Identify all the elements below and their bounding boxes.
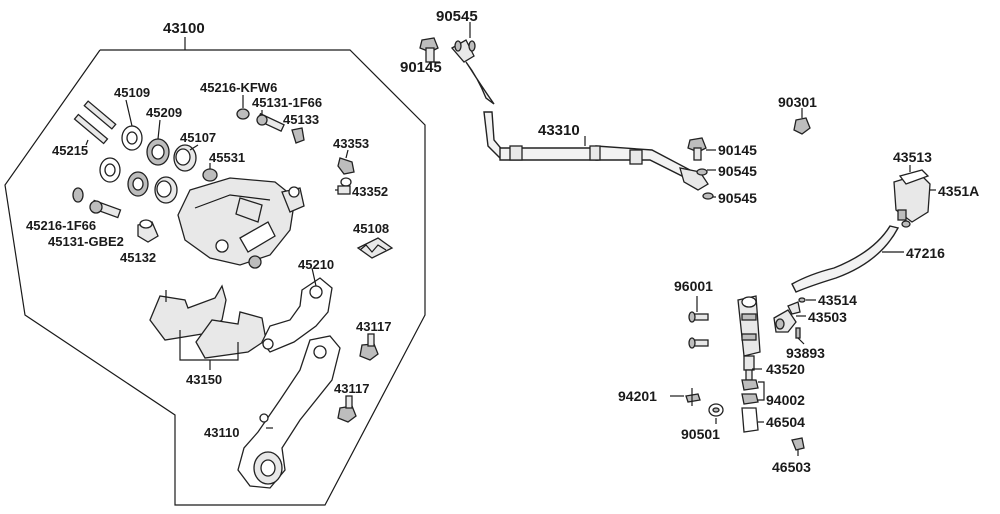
label-45132: 45132	[120, 250, 156, 265]
label-45531: 45531	[209, 150, 245, 165]
label-43310: 43310	[538, 122, 580, 139]
label-90501: 90501	[681, 426, 720, 442]
brake-hose-43310	[419, 22, 709, 191]
label-43117-upper: 43117	[356, 319, 391, 334]
label-93893: 93893	[786, 345, 825, 361]
label-43117-lower: 43117	[334, 381, 369, 396]
label-45109: 45109	[114, 85, 150, 100]
label-46504: 46504	[766, 414, 805, 430]
seal-rings	[99, 99, 170, 197]
pin-washer	[670, 388, 724, 424]
label-90545-right-a: 90545	[718, 163, 757, 179]
reservoir-hose-47216	[791, 220, 911, 293]
label-45215: 45215	[52, 143, 88, 158]
label-90545-top: 90545	[436, 8, 478, 25]
label-45131-1f66: 45131-1F66	[252, 95, 322, 110]
label-43100: 43100	[163, 20, 205, 37]
master-cylinder	[737, 295, 816, 371]
label-45133: 45133	[283, 112, 319, 127]
bolts-43117	[337, 333, 379, 423]
bleed-screw-43352	[335, 149, 355, 195]
caliper-assembly-outline	[4, 37, 426, 506]
label-90145-right: 90145	[718, 142, 757, 158]
bracket-45210	[261, 267, 333, 353]
label-45216-kfw6: 45216-KFW6	[200, 80, 277, 95]
label-43353: 43353	[333, 136, 369, 151]
brake-pads-43150	[149, 284, 267, 370]
left-pin-parts	[72, 187, 159, 243]
part-93893	[795, 327, 805, 345]
label-43503: 43503	[808, 309, 847, 325]
label-90145-top: 90145	[400, 59, 442, 76]
label-45108: 45108	[353, 221, 389, 236]
label-43514: 43514	[818, 292, 857, 308]
label-45216-1f66: 45216-1F66	[26, 218, 96, 233]
label-94201: 94201	[618, 388, 657, 404]
label-43513: 43513	[893, 149, 932, 165]
label-43110: 43110	[204, 425, 239, 440]
label-46503: 46503	[772, 459, 811, 475]
label-43520: 43520	[766, 361, 805, 377]
label-45107: 45107	[180, 130, 216, 145]
push-rod-parts	[741, 368, 805, 456]
label-94002: 94002	[766, 392, 805, 408]
label-90301: 90301	[778, 94, 817, 110]
label-45209: 45209	[146, 105, 182, 120]
label-96001: 96001	[674, 278, 713, 294]
bleeder-45531	[202, 163, 218, 182]
hose-fittings-right	[687, 137, 716, 200]
label-4351a: 4351A	[938, 183, 979, 199]
pin-45215	[73, 100, 117, 146]
caliper-body	[177, 177, 305, 269]
label-45131-gbe2: 45131-GBE2	[48, 234, 124, 249]
pad-spring-45108	[356, 237, 394, 259]
label-90545-right-b: 90545	[718, 190, 757, 206]
arm-43110	[237, 335, 341, 489]
label-43150: 43150	[186, 372, 222, 387]
label-45210: 45210	[298, 257, 334, 272]
label-47216: 47216	[906, 245, 945, 261]
reservoir-4351a	[893, 165, 936, 223]
nut-90301	[793, 108, 811, 135]
pistons-45107	[154, 144, 199, 204]
slide-pin-parts	[236, 95, 305, 144]
bolts-96001	[688, 296, 709, 349]
label-43352: 43352	[352, 184, 388, 199]
